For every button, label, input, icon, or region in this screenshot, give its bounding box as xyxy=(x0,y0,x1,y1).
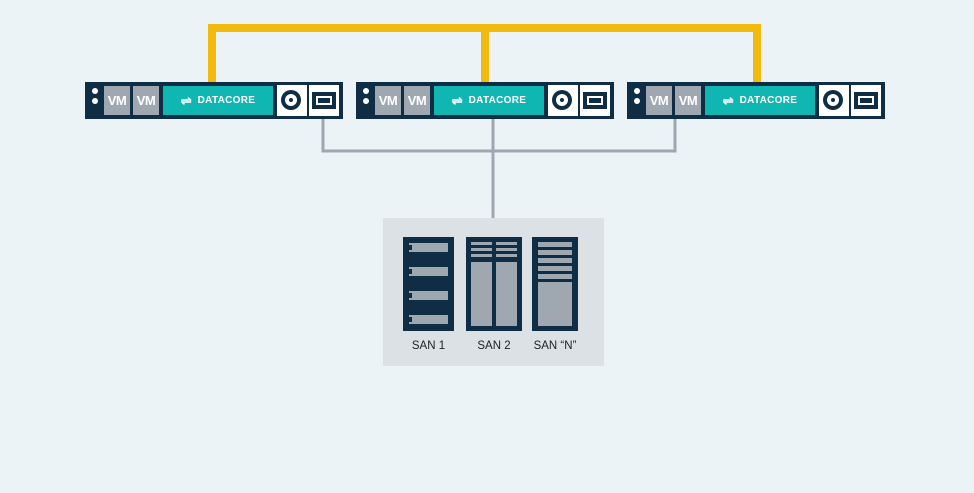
san-columns-icon xyxy=(471,242,517,326)
chip-bay xyxy=(851,85,881,116)
swap-arrows-icon: ⇌ xyxy=(180,92,192,108)
san-label: SAN 1 xyxy=(411,340,446,352)
swap-arrows-icon: ⇌ xyxy=(451,92,463,108)
vm-badge: VM xyxy=(104,86,130,115)
san-array-n xyxy=(532,237,578,331)
status-leds xyxy=(363,88,369,110)
mirror-link xyxy=(208,24,761,82)
chip-icon xyxy=(312,92,336,109)
datacore-band: ⇌ DATACORE xyxy=(434,86,544,115)
datacore-band: ⇌ DATACORE xyxy=(705,86,815,115)
vm-badge: VM xyxy=(375,86,401,115)
datacore-label: DATACORE xyxy=(197,95,256,106)
san-stack-icon xyxy=(538,242,572,326)
chip-bay xyxy=(309,85,339,116)
datacore-label: DATACORE xyxy=(468,95,527,106)
vm-badge: VM xyxy=(404,86,430,115)
vm-badge: VM xyxy=(646,86,672,115)
swap-arrows-icon: ⇌ xyxy=(722,92,734,108)
server-node-2: VM VM ⇌ DATACORE xyxy=(356,82,614,119)
disc-bay xyxy=(819,85,849,116)
disc-icon xyxy=(281,90,301,110)
disc-icon xyxy=(552,90,572,110)
san-label: SAN “N” xyxy=(533,340,577,352)
vm-badge: VM xyxy=(675,86,701,115)
disc-icon xyxy=(823,90,843,110)
chip-icon xyxy=(854,92,878,109)
vm-badge: VM xyxy=(133,86,159,115)
san-array-2 xyxy=(466,237,522,331)
san-shelves-icon xyxy=(409,243,448,324)
datacore-band: ⇌ DATACORE xyxy=(163,86,273,115)
server-node-3: VM VM ⇌ DATACORE xyxy=(627,82,885,119)
status-leds xyxy=(92,88,98,110)
disc-bay xyxy=(277,85,307,116)
server-node-1: VM VM ⇌ DATACORE xyxy=(85,82,343,119)
san-label: SAN 2 xyxy=(477,340,511,352)
san-storage-panel: SAN 1 SAN 2 SAN “N” xyxy=(383,218,604,366)
chip-icon xyxy=(583,92,607,109)
san-array-1 xyxy=(403,237,454,331)
disc-bay xyxy=(548,85,578,116)
datacore-label: DATACORE xyxy=(739,95,798,106)
san-link xyxy=(321,119,677,218)
status-leds xyxy=(634,88,640,110)
chip-bay xyxy=(580,85,610,116)
